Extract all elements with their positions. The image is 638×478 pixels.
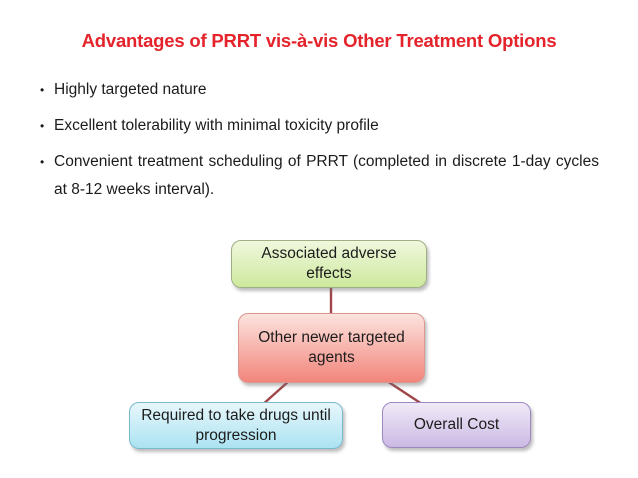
node-label: Required to take drugs until progression	[141, 406, 331, 444]
diagram-node-drugs-until-progression: Required to take drugs until progression	[129, 402, 343, 449]
bullet-item: • Excellent tolerability with minimal to…	[40, 112, 599, 140]
bullet-marker: •	[40, 155, 45, 169]
diagram-node-adverse-effects: Associated adverse effects	[231, 240, 427, 288]
bullet-item: • Highly targeted nature	[40, 76, 599, 104]
node-label: Overall Cost	[413, 416, 500, 434]
bullet-text: Convenient treatment scheduling of PRRT …	[54, 153, 599, 198]
bullet-text: Excellent tolerability with minimal toxi…	[54, 117, 379, 134]
bullet-marker: •	[40, 119, 45, 133]
node-label: Other newer targeted agents	[258, 329, 405, 366]
diagram-node-targeted-agents: Other newer targeted agents	[238, 313, 425, 383]
bullet-item: • Convenient treatment scheduling of PRR…	[40, 148, 599, 204]
diagram-node-overall-cost: Overall Cost	[382, 402, 531, 448]
node-label: Associated adverse effects	[261, 245, 397, 282]
bullet-text: Highly targeted nature	[54, 81, 207, 98]
bullet-list: • Highly targeted nature • Excellent tol…	[40, 76, 599, 212]
slide-title: Advantages of PRRT vis-à-vis Other Treat…	[81, 30, 557, 51]
bullet-marker: •	[40, 83, 45, 97]
